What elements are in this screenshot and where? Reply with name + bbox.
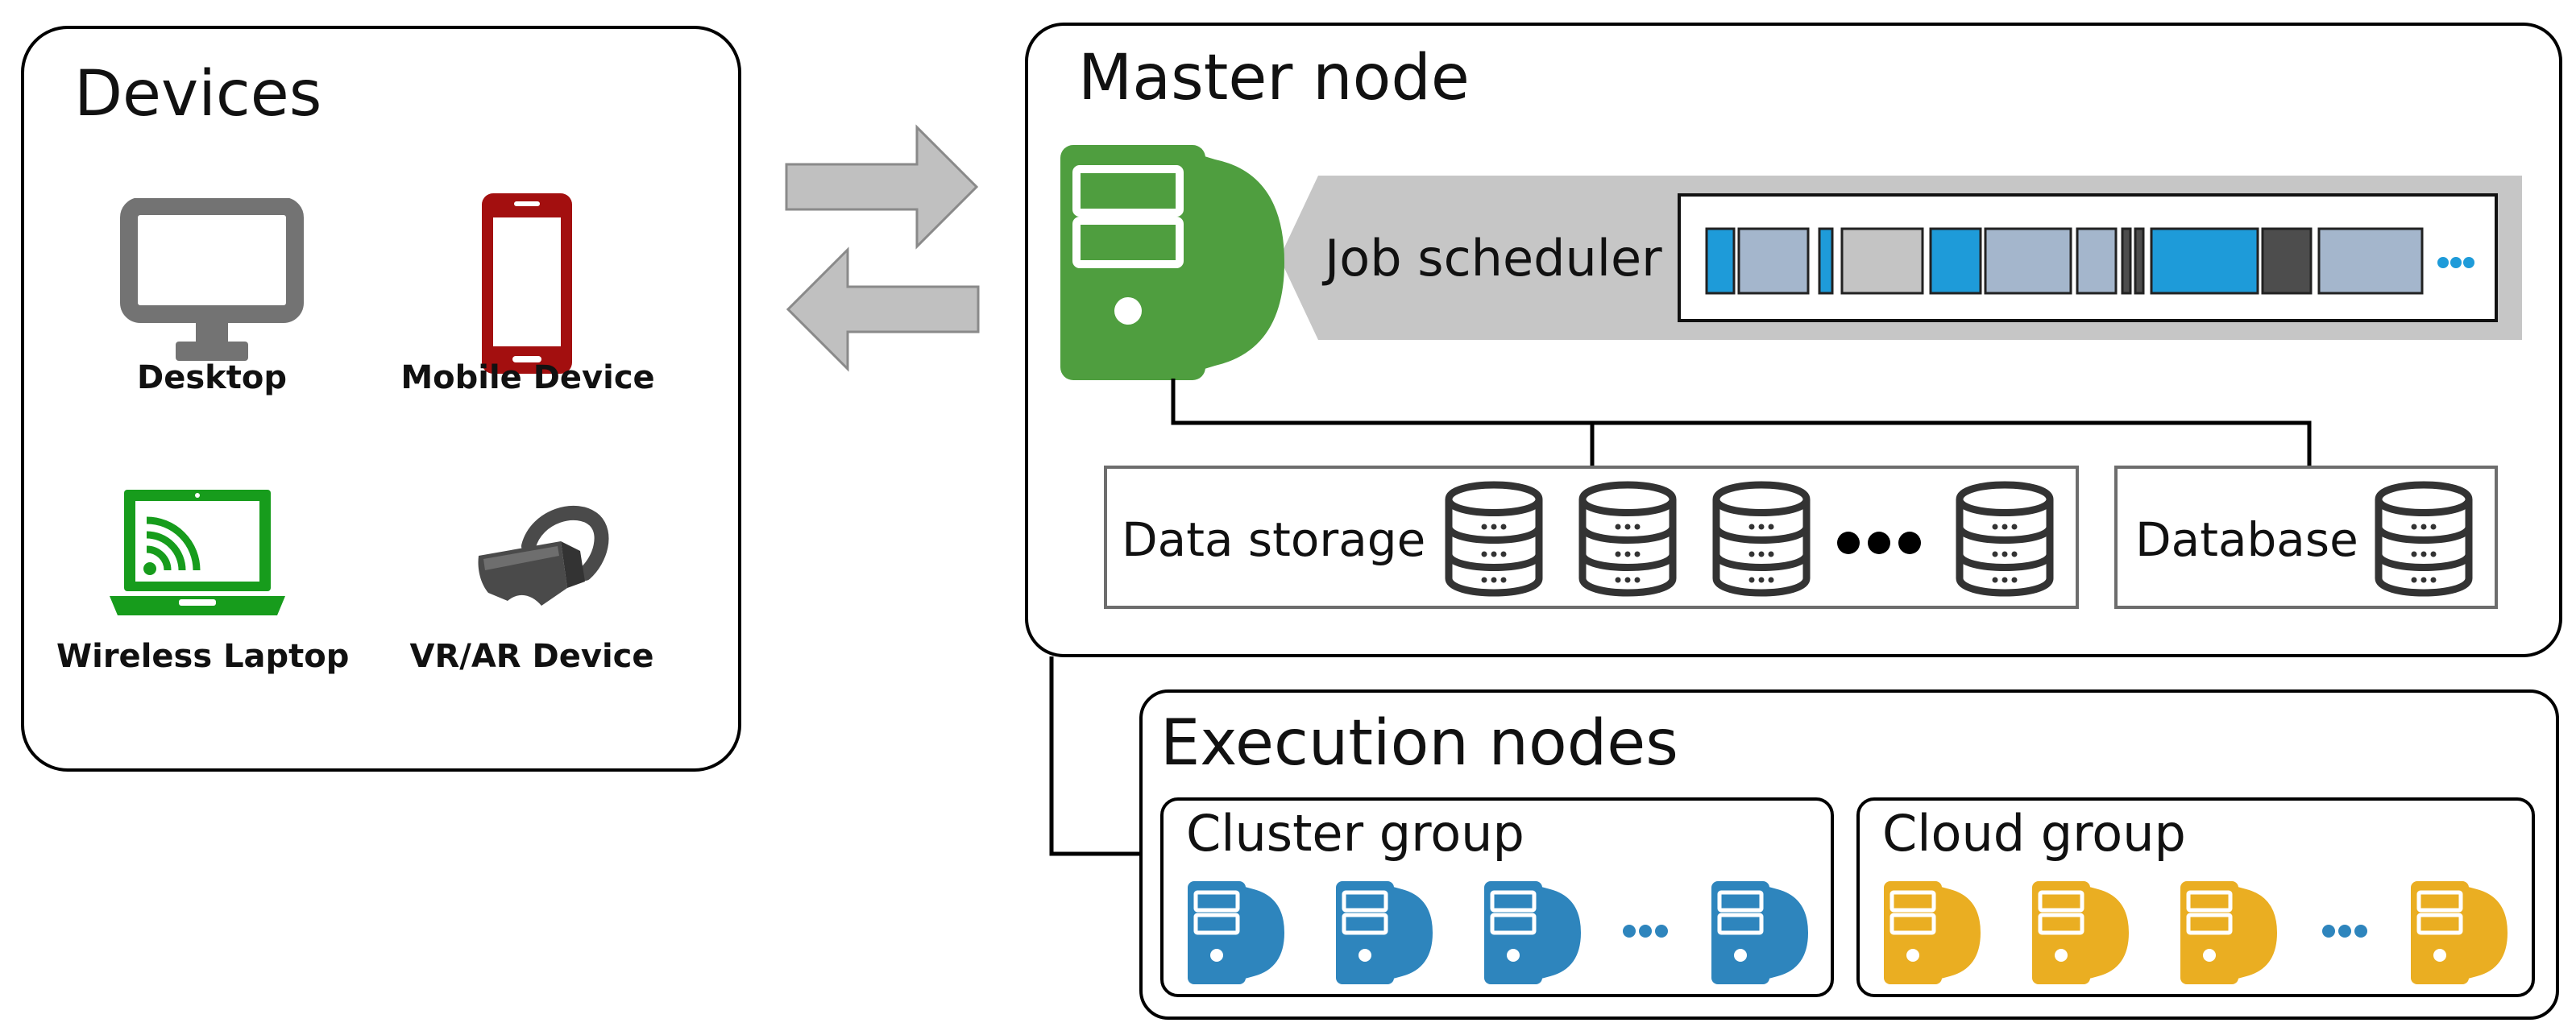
job-item <box>1737 227 1810 295</box>
job-item <box>1818 227 1834 295</box>
database-icon <box>1960 485 2050 593</box>
master-node-title: Master node <box>1078 42 1470 114</box>
mobile-device-label: Mobile Device <box>400 359 655 396</box>
storage-ellipsis-icon <box>1837 532 1921 554</box>
cloud-group-box: Cloud group <box>1856 797 2535 997</box>
job-queue-items <box>1705 227 2424 295</box>
data-storage-box: Data storage <box>1104 466 2079 609</box>
cluster-server-icon <box>1711 881 1808 984</box>
cloud-server-icon <box>2032 881 2129 984</box>
wireless-laptop-icon <box>108 485 287 622</box>
database-icon <box>1583 485 1673 593</box>
job-item <box>1984 227 2072 295</box>
job-queue <box>1678 193 2498 322</box>
devices-title: Devices <box>74 58 322 130</box>
cluster-group-box: Cluster group <box>1160 797 1834 997</box>
cluster-ellipsis-icon <box>1623 925 1668 938</box>
database-icon <box>1449 485 1539 593</box>
job-item <box>1840 227 1924 295</box>
job-item <box>2150 227 2259 295</box>
job-item <box>2261 227 2313 295</box>
arrow-left-icon <box>782 245 983 374</box>
wireless-laptop-label: Wireless Laptop <box>56 638 350 675</box>
cloud-ellipsis-icon <box>2322 925 2367 938</box>
cloud-group-title: Cloud group <box>1882 804 2186 863</box>
database-icon <box>2375 481 2473 597</box>
data-storage-label: Data storage <box>1122 512 1426 567</box>
cloud-server-icon <box>2180 881 2277 984</box>
devices-panel: Devices Desktop Mobile Device <box>21 26 741 772</box>
job-item <box>1705 227 1736 295</box>
arrow-right-icon <box>782 122 983 251</box>
job-item <box>2076 227 2118 295</box>
cluster-server-icon <box>1336 881 1433 984</box>
vr-headset-icon <box>472 499 609 620</box>
job-item <box>2134 227 2145 295</box>
master-server-icon <box>1057 142 1289 382</box>
master-to-execution-line <box>1049 656 1140 856</box>
job-item <box>1929 227 1982 295</box>
cloud-server-icon <box>2411 881 2508 984</box>
queue-ellipsis-icon <box>2437 257 2474 268</box>
job-scheduler-label: Job scheduler <box>1325 229 1662 288</box>
database-box: Database <box>2114 466 2498 609</box>
database-icon <box>1716 485 1807 593</box>
desktop-label: Desktop <box>137 359 287 396</box>
cluster-server-icon <box>1188 881 1284 984</box>
cluster-server-icon <box>1484 881 1581 984</box>
mobile-phone-icon <box>479 190 575 377</box>
cloud-server-icon <box>1884 881 1981 984</box>
job-item <box>2121 227 2132 295</box>
vr-ar-device-label: VR/AR Device <box>409 638 654 675</box>
execution-nodes-title: Execution nodes <box>1160 707 1678 780</box>
desktop-icon <box>119 198 305 374</box>
database-label: Database <box>2135 512 2358 567</box>
job-item <box>2317 227 2424 295</box>
cluster-group-title: Cluster group <box>1186 804 1524 863</box>
